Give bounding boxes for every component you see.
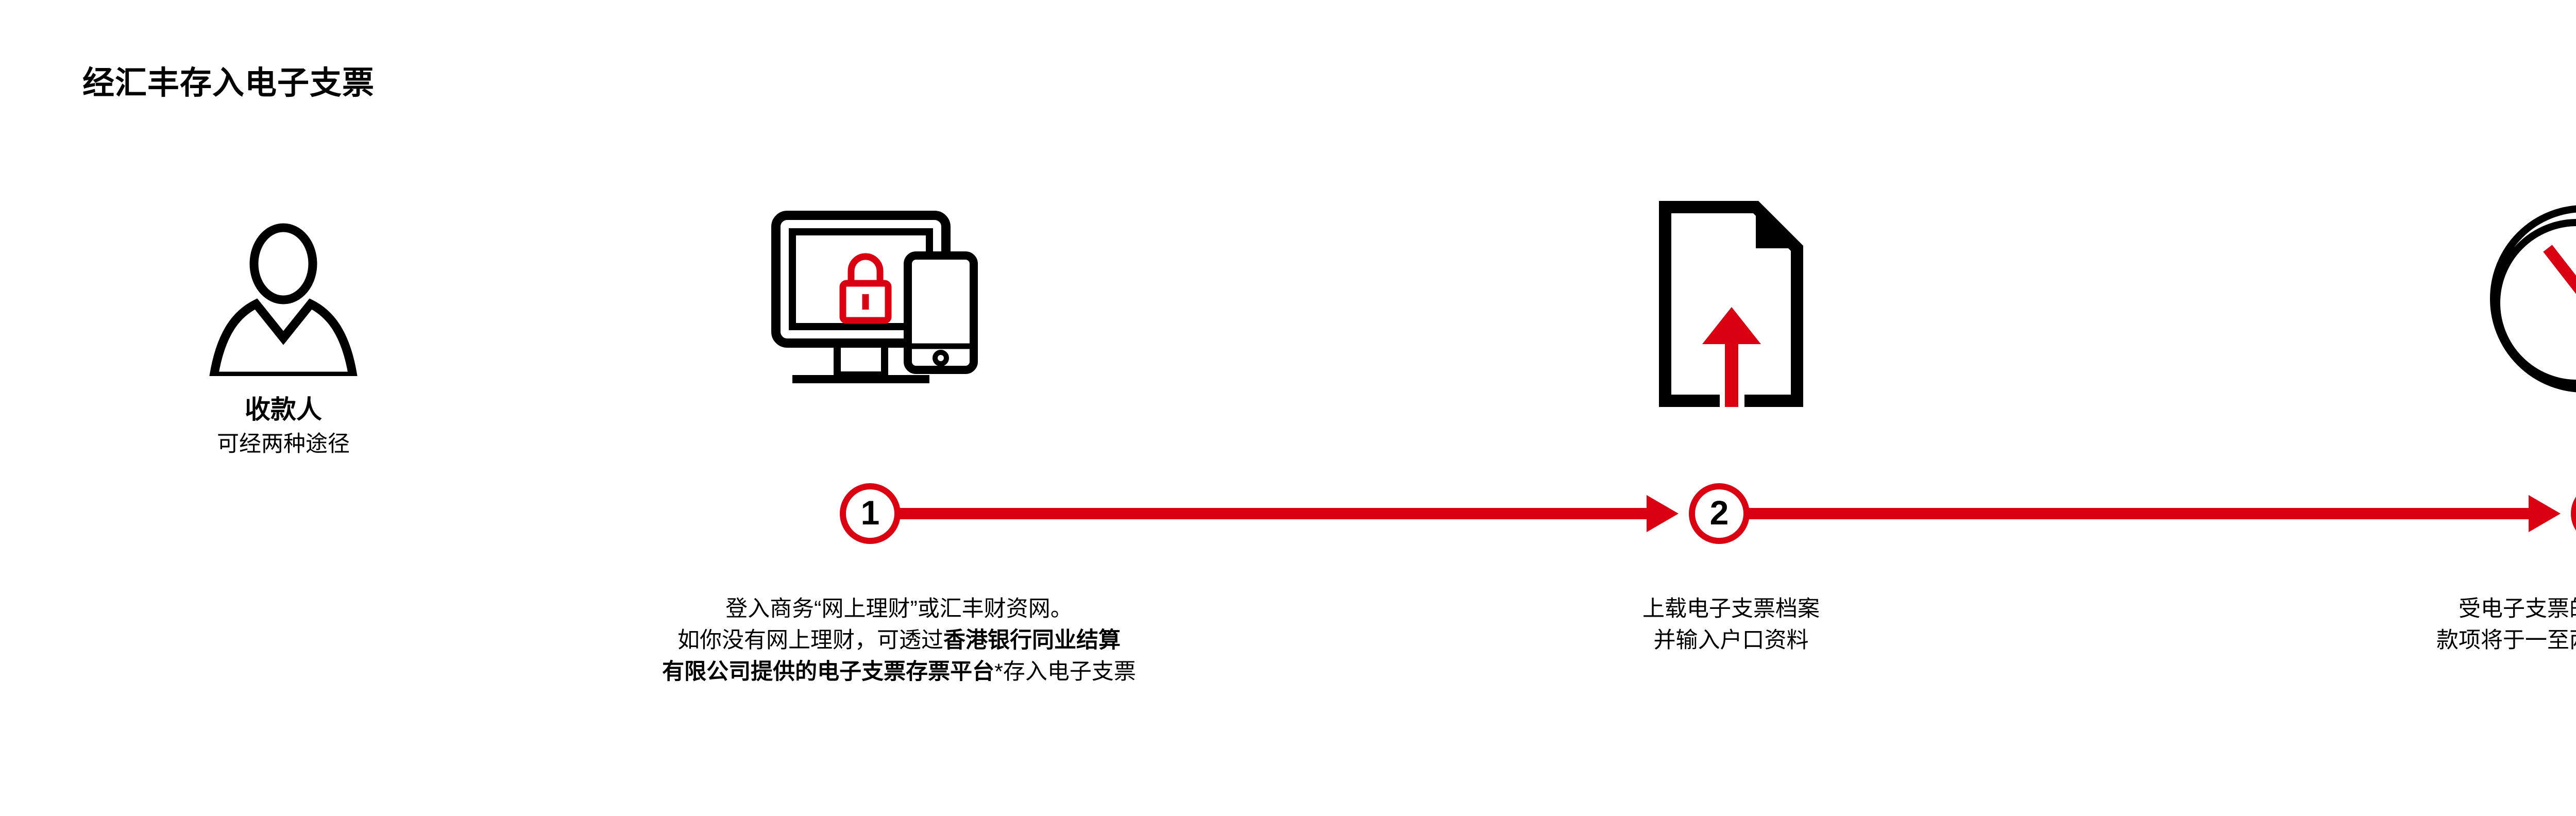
caption-emphasis: 有限公司提供的电子支票存票平台: [662, 659, 995, 685]
step-1-number: 1: [860, 494, 880, 532]
step-2-badge[interactable]: 2: [1689, 483, 1750, 544]
caption-text: 上载电子支票档案: [1642, 597, 1820, 621]
payee-sublabel: 可经两种途径: [217, 431, 350, 456]
caption-line: 款项将于一至两个营业日内存入: [2231, 625, 2576, 656]
page-title: 经汇丰存入电子支票: [82, 65, 375, 101]
arrow-head-step3: [2529, 495, 2561, 532]
caption-text: 并输入户口资料: [1653, 628, 1809, 653]
step-3-icon-container: [2411, 201, 2576, 410]
caption-text: 登入商务“网上理财”或汇丰财资网。: [725, 597, 1073, 621]
arrow-head-step2: [1647, 495, 1679, 532]
caption-text: *: [994, 659, 1003, 685]
caption-line: 上载电子支票档案: [1448, 593, 2014, 625]
caption-line: 登入商务“网上理财”或汇丰财资网。: [335, 593, 1463, 625]
step-2-caption: 上载电子支票档案并输入户口资料: [1448, 593, 2014, 656]
arrow-step2-to-step3: [1747, 508, 2541, 519]
step-3-caption: 受电子支票的结算所规范， 款项将于一至两个营业日内存入: [2231, 593, 2576, 656]
caption-line: 有限公司提供的电子支票存票平台*存入电子支票: [335, 656, 1463, 688]
payee-column: 收款人 可经两种途径: [103, 222, 464, 458]
caption-text: 款项将于一至两个营业日内存入: [2436, 628, 2576, 653]
clock-coins-icon: [2490, 205, 2576, 393]
caption-line: 如你没有网上理财，可透过香港银行同业结算: [335, 625, 1463, 656]
caption-text: 存入电子支票: [1003, 659, 1136, 685]
payee-label: 收款人: [245, 395, 322, 424]
step-rail: 1 2 3: [0, 468, 2576, 571]
caption-text: 受电子支票的结算所规范，: [2459, 597, 2576, 621]
caption-line: 受电子支票的结算所规范，: [2231, 593, 2576, 625]
step-1-icon-container: [711, 201, 1041, 415]
monitor-mobile-lock-icon: [771, 211, 978, 383]
step-1-badge[interactable]: 1: [840, 483, 901, 544]
step-2-icon-container: [1525, 201, 1937, 410]
caption-emphasis: 香港银行同业结算: [943, 628, 1121, 653]
step-3-badge[interactable]: 3: [2571, 483, 2576, 544]
arrow-step1-to-step2: [897, 508, 1659, 519]
step-2-number: 2: [1709, 494, 1729, 532]
caption-line: 并输入户口资料: [1448, 625, 2014, 656]
document-upload-icon: [1659, 201, 1803, 409]
person-icon: [209, 223, 358, 376]
caption-text: 如你没有网上理财，可透过: [677, 628, 943, 653]
step-1-caption: 登入商务“网上理财”或汇丰财资网。如你没有网上理财，可透过香港银行同业结算有限公…: [335, 593, 1463, 688]
